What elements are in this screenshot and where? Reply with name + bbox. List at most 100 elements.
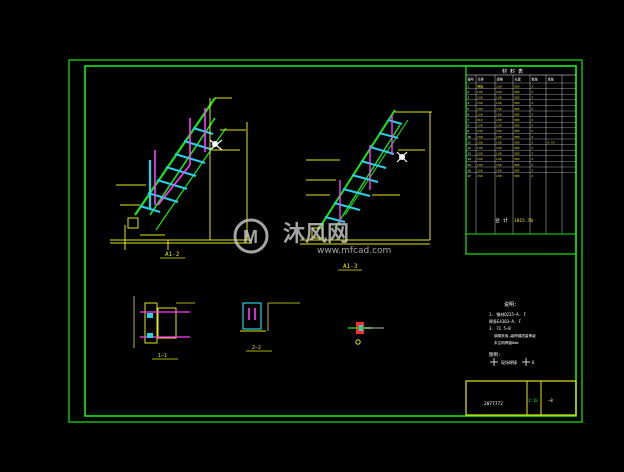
table-cell: L50	[496, 90, 502, 94]
table-cell: 1	[467, 84, 469, 88]
table-cell: 2	[531, 163, 533, 167]
detail-a-angle	[157, 307, 177, 339]
notes-line-4: 钢梯采用—级焊缝质量等级	[494, 333, 536, 338]
detail-b-title: 2—2	[252, 345, 261, 351]
right-stair-view[interactable]: A1-3	[300, 109, 432, 271]
detail-a-title: 1—1	[158, 353, 167, 359]
table-cell: 8	[467, 124, 469, 128]
table-cell: L50	[496, 96, 502, 100]
table-cell: L50	[477, 163, 483, 167]
title-block-scale: 1:10	[528, 398, 538, 403]
table-cell: L50	[477, 129, 483, 133]
legend-item-weld: 现场焊接	[501, 359, 517, 365]
table-cell: L50	[496, 107, 502, 111]
table-cell: 15	[467, 163, 471, 167]
table-cell: 505	[514, 146, 520, 150]
table-cell: 2	[531, 118, 533, 122]
right-treads	[324, 119, 403, 223]
table-cell: 2	[531, 107, 533, 111]
table-cell: 505	[514, 112, 520, 116]
node-detail[interactable]	[348, 322, 384, 345]
table-cell: 505	[514, 174, 520, 178]
right-stringer-back	[344, 119, 409, 216]
table-cell: L50	[477, 124, 483, 128]
table-cell: L50	[496, 174, 502, 178]
left-braces	[154, 108, 206, 206]
table-cell: 2	[531, 112, 533, 116]
table-cell: 2	[531, 174, 533, 178]
title-block-frame	[465, 380, 577, 416]
right-stringer-inner	[334, 124, 401, 229]
table-cell: L50	[496, 163, 502, 167]
table-cell: 505	[514, 157, 520, 161]
table-cell: L50	[496, 112, 502, 116]
watermark-brand: 沐风网	[283, 222, 349, 247]
watermark-url: www.mfcad.com	[317, 246, 391, 256]
table-cell: L50	[477, 90, 483, 94]
table-cell: L50	[496, 157, 502, 161]
right-stringer-outer	[317, 109, 396, 231]
table-cell: L50	[496, 124, 502, 128]
table-column-header: 重量	[548, 77, 555, 82]
table-cell: L50	[477, 101, 483, 105]
watermark: M 沐风网 www.mfcad.com	[233, 218, 391, 256]
notes-line-1: 1. 钢材Q235—A. F	[489, 311, 526, 317]
table-cell: 2	[531, 90, 533, 94]
table-column-header: 名称	[478, 77, 485, 82]
table-cell: L50	[477, 96, 483, 100]
table-cell: L50	[477, 157, 483, 161]
right-node-cross-b	[396, 151, 408, 163]
table-cell: 505	[514, 90, 520, 94]
title-block-drawing-no: 2077772	[484, 401, 503, 407]
left-dimensions	[110, 97, 252, 250]
table-frame	[465, 65, 577, 255]
notes-heading: 说明:	[504, 301, 517, 308]
table-cell: 505	[514, 168, 520, 172]
table-cell: 16	[467, 168, 471, 172]
title-block-sheet: —8	[548, 398, 553, 403]
table-cell: L50	[496, 129, 502, 133]
table-cell: 2	[467, 90, 469, 94]
table-column-header: 长度	[515, 77, 522, 82]
table-cell: 505	[514, 140, 520, 144]
left-stair-view[interactable]: A1-2	[110, 97, 252, 259]
table-cell: 505	[514, 163, 520, 167]
notes-block[interactable]: 说明: 1. 钢材Q235—A. F 焊条E4303—A. F 3. 71 5—…	[489, 301, 536, 366]
detail-1-1[interactable]: 1—1	[133, 296, 195, 360]
legend-heading: 图例:	[489, 351, 501, 358]
right-dimensions	[300, 111, 432, 245]
table-cell: L50	[477, 146, 483, 150]
table-header: 材 料 表	[502, 68, 523, 75]
table-cell: 2	[531, 140, 533, 144]
table-cell: 7	[467, 118, 469, 122]
table-cell: PL8	[477, 118, 483, 122]
title-block[interactable]: 2077772 1:10 —8	[465, 380, 577, 416]
table-cell: 5	[467, 107, 469, 111]
table-cell: L50	[477, 174, 483, 178]
table-column-header: 数量	[532, 77, 539, 82]
table-cell: 2	[531, 129, 533, 133]
table-cell: L50	[477, 107, 483, 111]
table-cell: 505	[514, 129, 520, 133]
table-cell: 2	[531, 146, 533, 150]
table-cell: L50	[496, 168, 502, 172]
table-cell: 11	[467, 140, 471, 144]
detail-2-2[interactable]: 2—2	[240, 302, 300, 352]
table-cell: L50	[477, 168, 483, 172]
detail-b-frame	[242, 302, 262, 330]
legend-item-size: 6	[532, 360, 535, 365]
table-column-lines	[475, 75, 563, 234]
table-cell: L50	[477, 112, 483, 116]
table-column-header: 规格	[497, 77, 504, 82]
table-cell: 10	[467, 135, 471, 139]
notes-line-5: 未注明焊缝8mm	[494, 340, 518, 345]
table-column-header: 编号	[468, 77, 474, 82]
table-cell: L50	[477, 135, 483, 139]
notes-line-2: 焊条E4303—A. F	[489, 318, 522, 324]
table-cell: 3	[467, 96, 469, 100]
table-cell: 14	[467, 157, 471, 161]
table-cell: L50	[496, 135, 502, 139]
table-total-value: 1015.70	[514, 218, 533, 224]
